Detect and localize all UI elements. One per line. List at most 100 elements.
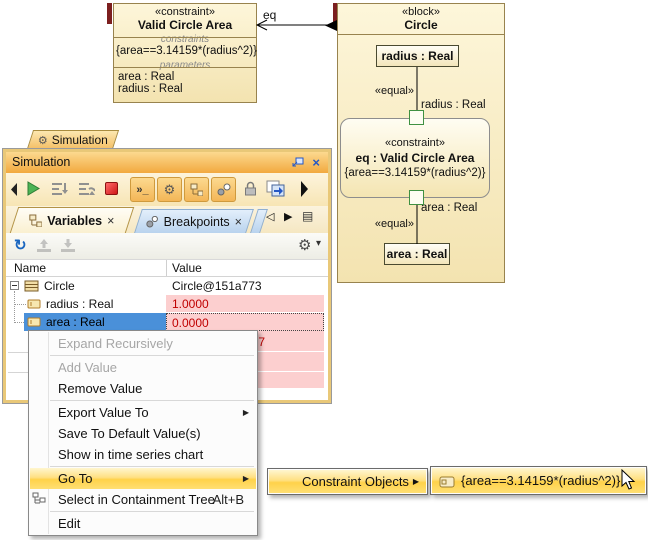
row-value: 1.0000: [172, 297, 209, 311]
simulation-dock-tab[interactable]: ⚙ Simulation: [26, 130, 120, 149]
compartment-separator: [114, 37, 256, 38]
goto-submenu: Constraint Objects ▶: [267, 468, 428, 495]
parameter-port-area[interactable]: [409, 190, 424, 205]
table-row-area-selected[interactable]: area : Real 0.0000: [6, 313, 328, 331]
stereotype-label: «constraint»: [155, 6, 215, 18]
close-tab-icon[interactable]: ×: [107, 213, 115, 228]
dropdown-caret-icon[interactable]: ▾: [316, 238, 322, 249]
menu-item-save-to-default-values[interactable]: Save To Default Value(s): [58, 426, 201, 441]
console-icon: »_: [136, 183, 149, 196]
gear-icon: ⚙: [37, 134, 48, 147]
containment-tree-icon: [32, 492, 46, 504]
save-values-icon[interactable]: [36, 239, 52, 253]
console-toggle-button[interactable]: »_: [130, 177, 155, 202]
open-in-new-window-icon[interactable]: [266, 180, 285, 197]
tab-label: Breakpoints: [163, 214, 230, 229]
step-over-icon[interactable]: [78, 182, 95, 196]
parameters-compartment-label: parameters: [159, 60, 211, 71]
stop-icon[interactable]: [105, 182, 118, 195]
compartment-separator: [338, 34, 504, 35]
submenu-item-constraint-objects[interactable]: Constraint Objects ▶: [269, 470, 426, 493]
tab-variables[interactable]: Variables ×: [9, 207, 135, 233]
value-property-icon: [27, 299, 41, 309]
part-radius-real[interactable]: radius : Real: [376, 45, 459, 67]
table-row-radius[interactable]: radius : Real 1.0000: [6, 295, 328, 313]
simulation-toolbar: »_ ⚙: [6, 173, 328, 206]
menu-item-show-in-time-series-chart[interactable]: Show in time series chart: [58, 447, 204, 462]
run-icon[interactable]: [27, 181, 40, 196]
equal-stereotype-bottom: «equal»: [374, 218, 414, 230]
menu-separator: [50, 511, 254, 512]
refresh-icon[interactable]: ↻: [14, 237, 27, 254]
menu-shortcut: Alt+B: [212, 492, 244, 507]
tab-list-icon[interactable]: ▤: [302, 209, 314, 223]
menu-item-go-to[interactable]: Go To ▶: [30, 468, 256, 489]
lock-icon[interactable]: [244, 181, 257, 196]
gear-icon[interactable]: ⚙: [298, 237, 312, 254]
close-icon[interactable]: ×: [312, 155, 320, 170]
value-property-icon: [27, 317, 41, 327]
row-name: Circle: [44, 279, 75, 293]
collapse-left-icon[interactable]: [11, 183, 18, 197]
menu-item-edit[interactable]: Edit: [58, 516, 81, 531]
menu-separator: [50, 466, 254, 467]
simulation-window-content: Simulation ×: [6, 152, 328, 400]
part-area-real[interactable]: area : Real: [384, 243, 450, 265]
tab-breakpoints[interactable]: Breakpoints ×: [134, 209, 254, 233]
submenu-item-constraint-instance[interactable]: {area==3.14159*(radius^2)}: [432, 468, 645, 493]
constraints-compartment-label: constraints: [160, 34, 210, 45]
menu-item-add-value: Add Value: [58, 360, 118, 375]
table-row-circle[interactable]: Circle Circle@151a773: [6, 277, 328, 295]
menu-item-remove-value[interactable]: Remove Value: [58, 381, 143, 396]
tree-collapse-icon[interactable]: [10, 281, 19, 290]
window-title: Simulation: [12, 155, 71, 169]
variables-toggle-button[interactable]: [184, 177, 209, 202]
column-name[interactable]: Name: [14, 261, 47, 275]
row-value: 0.0000: [172, 316, 209, 330]
menu-icon-gutter: [48, 332, 49, 534]
submenu-arrow-icon: ▶: [242, 474, 249, 483]
constraint-property-eq[interactable]: «constraint» eq : Valid Circle Area {are…: [340, 118, 490, 198]
selection-highlight: [24, 313, 166, 331]
block-name: Valid Circle Area: [137, 18, 233, 32]
constraint-instance-icon: [439, 476, 455, 488]
simulation-config-toggle-button[interactable]: ⚙: [157, 177, 182, 202]
tree-line: [14, 291, 15, 323]
connector-eq-label: eq: [263, 8, 277, 22]
row-value: Circle@151a773: [172, 279, 262, 293]
close-tab-icon[interactable]: ×: [234, 214, 242, 229]
submenu-arrow-icon: ▶: [242, 408, 249, 417]
tab-label: Variables: [47, 213, 103, 228]
block-name: Circle: [404, 18, 438, 32]
scroll-tabs-right-icon[interactable]: ▶: [284, 211, 293, 223]
menu-item-select-in-containment-tree[interactable]: Select in Containment Tree Alt+B: [30, 489, 256, 510]
column-divider[interactable]: [166, 260, 167, 276]
constraint-expression: {area==3.14159*(radius^2)}: [116, 45, 257, 57]
value-cell-error[interactable]: 1.0000: [166, 295, 324, 313]
compartment-separator: [114, 67, 256, 68]
scroll-tabs-left-icon[interactable]: ◁: [266, 211, 275, 223]
constraint-block-valid-circle-area[interactable]: «constraint» Valid Circle Area constrain…: [113, 3, 257, 103]
column-value[interactable]: Value: [172, 261, 202, 275]
variables-toolbar: ↻ ⚙ ▾: [6, 233, 328, 260]
breakpoints-icon: [146, 215, 158, 227]
expand-right-icon[interactable]: [301, 181, 309, 197]
binding-end-area-label: area : Real: [421, 202, 478, 214]
row-separator: [8, 352, 28, 353]
step-into-icon[interactable]: [51, 182, 68, 196]
context-menu: Expand Recursively Add Value Remove Valu…: [28, 330, 258, 536]
row-name: radius : Real: [46, 297, 114, 311]
dock-tab-label: Simulation: [51, 133, 108, 147]
tree-line: [14, 304, 26, 305]
load-values-icon[interactable]: [60, 239, 76, 253]
gear-icon: ⚙: [163, 181, 176, 197]
tree-line: [14, 322, 26, 323]
block-annotation-marker: [333, 3, 338, 24]
menu-item-export-value-to[interactable]: Export Value To ▶: [30, 402, 256, 423]
value-cell-focused[interactable]: 0.0000: [166, 313, 324, 331]
float-window-icon[interactable]: [292, 157, 304, 168]
breakpoints-toggle-button[interactable]: [211, 177, 236, 202]
parameter-port-radius[interactable]: [409, 110, 424, 125]
simulation-titlebar[interactable]: Simulation ×: [6, 152, 328, 173]
equal-stereotype-top: «equal»: [374, 85, 414, 97]
